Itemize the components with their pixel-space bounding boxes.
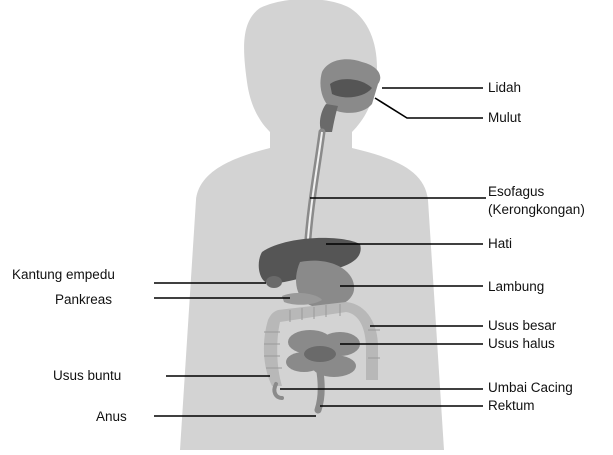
label-esofagus: Esofagus <box>488 184 544 200</box>
label-pankreas: Pankreas <box>55 292 112 308</box>
label-lidah: Lidah <box>488 80 521 96</box>
label-mulut: Mulut <box>488 110 521 126</box>
label-kerongkongan: (Kerongkongan) <box>488 202 585 218</box>
small-intestine-organ <box>286 330 360 377</box>
label-usus-halus: Usus halus <box>488 336 555 352</box>
label-usus-besar: Usus besar <box>488 318 556 334</box>
label-kantung-empedu: Kantung empedu <box>12 267 115 283</box>
label-anus: Anus <box>96 409 127 425</box>
rectum-organ <box>318 372 321 410</box>
gallbladder-organ <box>266 276 282 288</box>
label-hati: Hati <box>488 236 512 252</box>
label-usus-buntu: Usus buntu <box>53 368 121 384</box>
leader-mulut <box>375 98 483 118</box>
label-lambung: Lambung <box>488 279 544 295</box>
label-umbai-cacing: Umbai Cacing <box>488 380 573 396</box>
label-rektum: Rektum <box>488 398 535 414</box>
